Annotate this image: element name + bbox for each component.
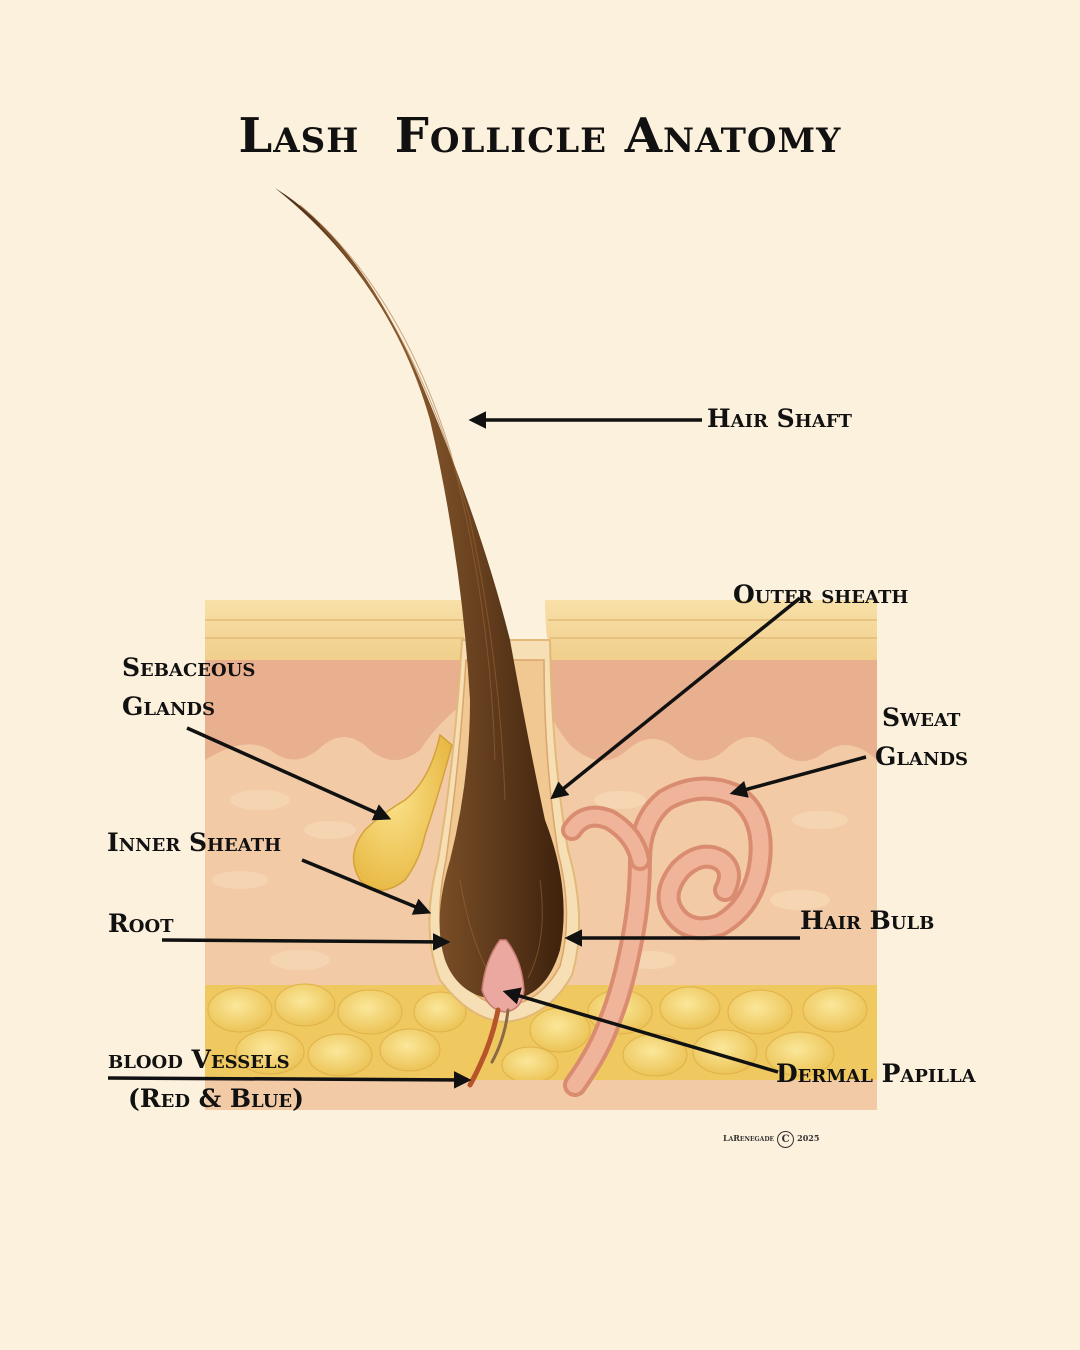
arrow-root — [161, 933, 451, 951]
watermark-author: LaRenegade — [723, 1133, 775, 1143]
arrow-blood-vessels — [107, 1071, 472, 1089]
pointer-arrows — [107, 411, 867, 1089]
label-inner-sheath: Inner Sheath — [107, 823, 281, 862]
label-dermal-papilla: Dermal Papilla — [776, 1054, 976, 1093]
arrow-sweat — [729, 755, 867, 798]
label-outer-sheath: Outer sheath — [733, 575, 908, 614]
arrow-outer-sheath — [550, 596, 802, 800]
label-root-text: Root — [108, 909, 174, 938]
label-inner-sheath-text: Inner Sheath — [107, 828, 282, 857]
epidermis-lines — [205, 619, 877, 639]
blood-vessel-blue — [490, 1008, 510, 1064]
label-blood-vessels-line2: (Red & Blue) — [128, 1084, 304, 1113]
sweat-gland — [561, 776, 773, 1097]
label-sebaceous-line2: Glands — [122, 692, 216, 721]
label-hair-shaft: Hair Shaft — [707, 399, 852, 438]
hair-shaft-shape — [275, 188, 564, 1000]
label-sebaceous-line1: Sebaceous — [122, 653, 256, 682]
page-title: Lash Follicle Anatomy — [238, 108, 842, 164]
watermark-year: 2025 — [797, 1133, 820, 1143]
blood-vessel-red — [467, 1007, 501, 1088]
label-blood-vessels-line1: blood Vessels — [108, 1045, 290, 1074]
label-sebaceous-glands: Sebaceous Glands — [122, 648, 255, 726]
label-outer-sheath-text: Outer sheath — [733, 580, 909, 609]
label-root: Root — [108, 904, 174, 943]
upper-dermis — [205, 655, 468, 760]
skin-bottom — [205, 1080, 877, 1110]
label-sweat-line1: Sweat — [882, 703, 961, 732]
arrow-inner-sheath — [301, 858, 432, 915]
fat-cells — [207, 983, 868, 1084]
label-sweat-glands: Sweat Glands — [875, 698, 968, 776]
label-hair-shaft-text: Hair Shaft — [707, 404, 852, 433]
epidermis-left — [205, 600, 469, 660]
label-sweat-line2: Glands — [875, 742, 969, 771]
arrow-dermal-papilla — [502, 987, 779, 1074]
epidermis-right — [545, 600, 877, 660]
label-hair-bulb: Hair Bulb — [800, 901, 934, 940]
copyright-icon: C — [777, 1130, 795, 1148]
arrow-sebaceous — [186, 726, 392, 821]
label-dermal-papilla-text: Dermal Papilla — [776, 1059, 976, 1088]
label-blood-vessels: blood Vessels (Red & Blue) — [108, 1040, 304, 1118]
sebaceous-gland — [352, 733, 453, 891]
label-hair-bulb-text: Hair Bulb — [800, 906, 935, 935]
